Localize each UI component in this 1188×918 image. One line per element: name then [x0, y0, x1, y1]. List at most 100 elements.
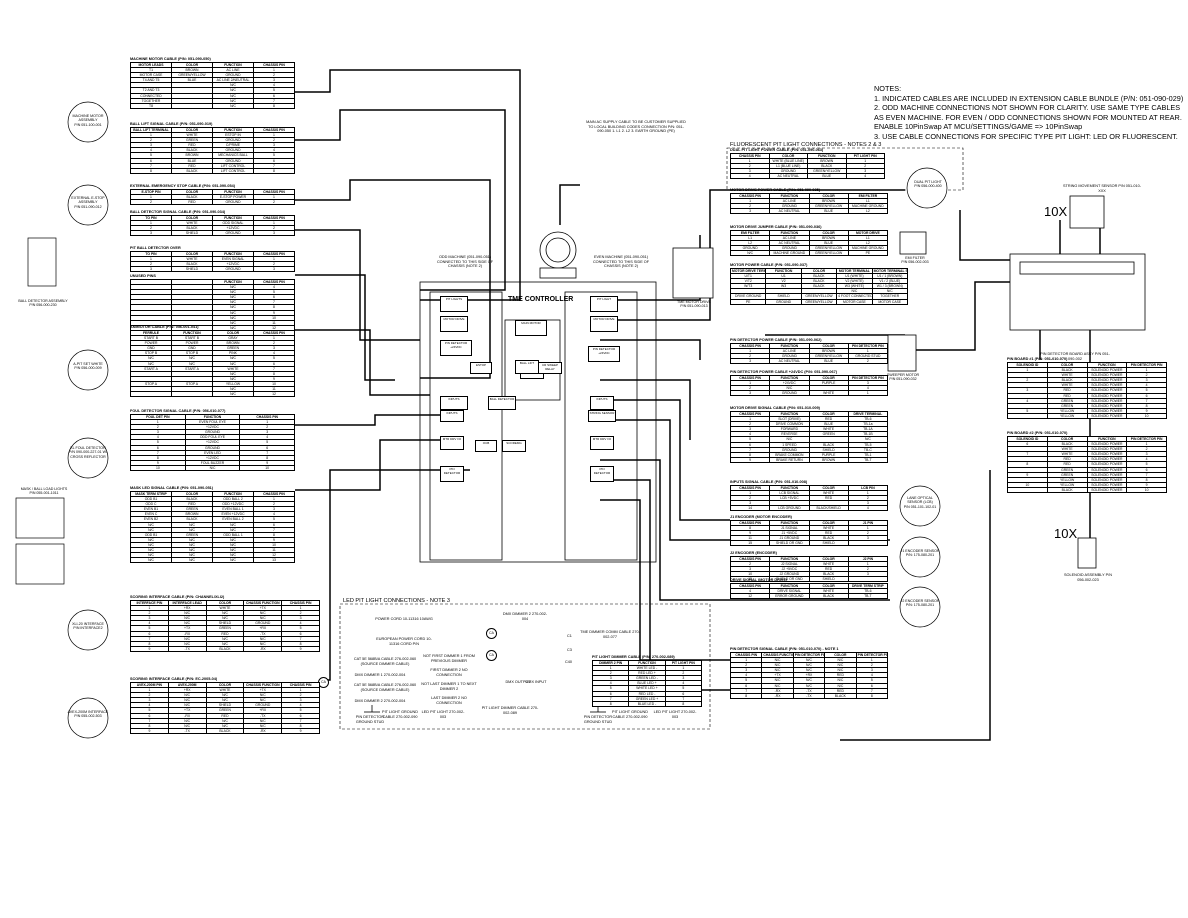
table-cell: 9 [253, 536, 295, 543]
table-cell: GROUND [212, 199, 254, 206]
table-cell: 2 [664, 670, 703, 677]
table-cell: 12 [253, 391, 295, 398]
table-cell: AC NEUTRAL [768, 173, 808, 180]
table-cell: SOLENOID POWER [1086, 387, 1128, 394]
table-cell: 5 [253, 152, 295, 159]
table-cell: AC NEUTRAL [769, 358, 810, 365]
c40-label: C40 [565, 660, 572, 664]
table-cell: 3 [253, 142, 295, 149]
table-cell: 2 [845, 163, 885, 170]
table-cell: 3 [729, 358, 771, 365]
device-pn: P/N 055-001-1011 [29, 491, 59, 496]
device-name: LANE OPTICAL SENSOR (LCB) [907, 496, 933, 505]
cable-table-title: ANIMOTOR CABLE (P/N: 056-001-041) [130, 325, 199, 329]
note-line: AS EVEN MACHINE. FOR EVEN / ODD CONNECTI… [874, 112, 1182, 122]
table-cell: GROUND STUD [847, 353, 889, 360]
device-pn: P/N 056-000-230 [29, 303, 57, 308]
table-cell: 6 [1126, 466, 1167, 473]
table-header-cell: PIT LIGHT PIN [845, 152, 885, 160]
table-cell: 6 [664, 690, 703, 697]
table-cell: 3 [253, 506, 295, 513]
table-cell: BLACK [205, 645, 245, 652]
table-cell: TB-1A [847, 426, 889, 433]
table-cell: N/C [847, 436, 889, 443]
ca-connector: CA [486, 628, 497, 639]
device-name: A-PIT SET WHITE [73, 362, 103, 366]
table-cell: YELLOW [1046, 412, 1088, 420]
table-cell: LCB GROUND [769, 505, 810, 512]
device-pn: P/N 090-000-227-01 W/ CROSS REFLECTOR [69, 450, 107, 459]
table-cell: N/C [184, 464, 241, 472]
table-cell: SHIELD [171, 230, 213, 237]
table-cell: 1 [847, 561, 889, 568]
table-cell: 3 [239, 429, 295, 436]
table-cell [130, 391, 172, 398]
table-cell: GROUND [212, 230, 254, 237]
cable-table-title: BALL DETECTOR SIGNAL CABLE (P/N: 051-090… [130, 210, 226, 214]
table-cell: SOLENOID POWER [1086, 476, 1128, 483]
device-pn: P/N 051-101-102-01 [903, 504, 937, 509]
device-name: EXTERNAL E-STOP ASSEMBLY [71, 196, 105, 205]
pin-detector-board [1009, 195, 1146, 569]
table-cell: 2 [130, 199, 172, 206]
table-cell: SOLENOID POWER [1086, 407, 1128, 414]
device-pn: P/N 056-000-009 [74, 366, 102, 371]
table-cell: 14 [729, 505, 771, 512]
cable-table-title: EXTERNAL EMERGENCY STOP CABLE (P/N: 051-… [130, 184, 236, 188]
controller-module: MOTOR DRIVE [590, 316, 618, 332]
table-cell: SOLENOID POWER [1086, 382, 1128, 389]
dmx-dimmer-2-box: DMX DIMMER 2 270-002-004 [502, 612, 548, 621]
table-cell: L2 [847, 208, 889, 215]
table-cell: 10 [1126, 486, 1167, 494]
controller-module: PIN DETECTOR +24VDC [440, 340, 472, 356]
table-cell: 5 [239, 439, 295, 446]
table-cell: 6 [253, 360, 295, 367]
table-cell: GREEN/YELLOW [800, 298, 838, 305]
table-header-cell: INTERFACE LEAD [167, 599, 207, 607]
device-pn: P/N: 175-080-201 [905, 603, 935, 608]
table-cell: L1 [847, 235, 889, 242]
table-cell: 3 [847, 500, 889, 507]
table-header-cell: DRIVE TERMINAL [847, 410, 889, 418]
table-cell: SOLENOID POWER [1086, 367, 1128, 374]
table-cell: 4 [253, 82, 295, 89]
table-cell: 7 [664, 695, 703, 702]
table-header-cell: MOTOR TERMINAL [836, 267, 873, 275]
table-header-cell: PIN DETECTOR PIN [847, 374, 889, 382]
cable-table-title: INPUTS SIGNAL CABLE (P/N: 051-010-008) [730, 480, 808, 484]
